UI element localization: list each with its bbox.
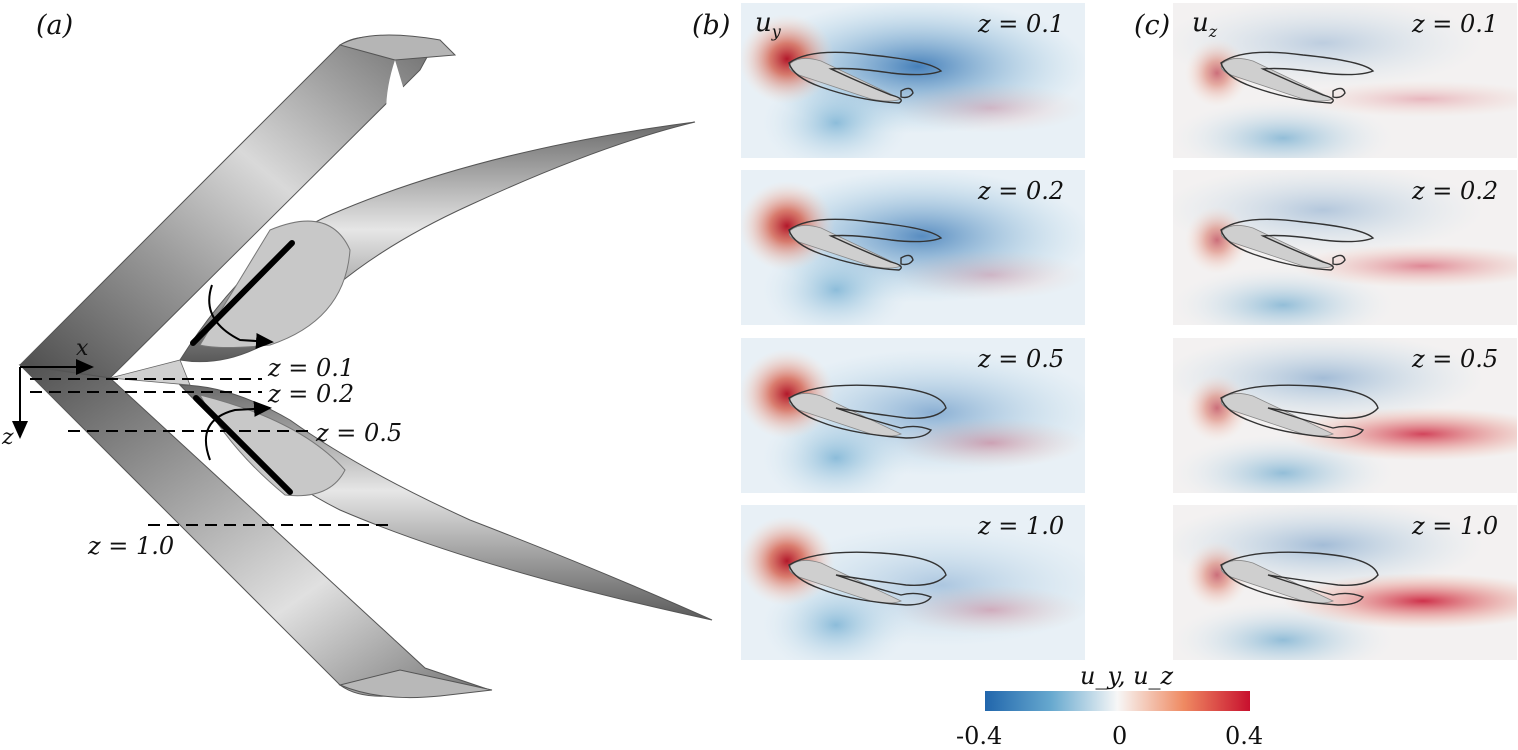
- panel-b-letter: (b): [692, 10, 731, 41]
- slice-c-2: [1173, 338, 1517, 493]
- slice-b-0: [741, 3, 1085, 158]
- slice-b-2-z-label: z = 0.5: [978, 345, 1065, 373]
- slice-c-0-z-label: z = 0.1: [1412, 10, 1499, 38]
- colorbar-tick-min: -0.4: [956, 722, 1003, 750]
- slice-c-3: [1173, 505, 1517, 660]
- slice-b-2: [741, 338, 1085, 493]
- slice-b-1: [741, 170, 1085, 325]
- panel-c-letter: (c): [1134, 10, 1171, 41]
- slice-b-1-z-label: z = 0.2: [978, 177, 1065, 205]
- colorbar-tick-max: 0.4: [1225, 722, 1264, 750]
- x-axis-label: x: [76, 336, 89, 361]
- slice-c-1: [1173, 170, 1517, 325]
- z-line-label-1: z = 0.2: [268, 380, 355, 408]
- slice-b-3: [741, 505, 1085, 660]
- slice-c-2-z-label: z = 0.5: [1412, 345, 1499, 373]
- colorbar-tick-mid: 0: [1112, 722, 1128, 750]
- z-axis-label: z: [2, 425, 14, 450]
- panel-a-letter: (a): [36, 10, 74, 41]
- vortex-surface-figure: [12, 34, 713, 699]
- colorbar-gradient: [985, 691, 1250, 711]
- slice-c-1-z-label: z = 0.2: [1412, 177, 1499, 205]
- slice-b-3-z-label: z = 1.0: [978, 512, 1065, 540]
- slice-b-0-z-label: z = 0.1: [978, 10, 1065, 38]
- panel-c-variable: uz: [1192, 8, 1218, 42]
- z-line-label-2: z = 0.5: [316, 419, 403, 447]
- colorbar-title: u_y, u_z: [1080, 662, 1174, 690]
- z-line-label-3: z = 1.0: [88, 532, 175, 560]
- slice-c-3-z-label: z = 1.0: [1412, 512, 1499, 540]
- z-line-label-0: z = 0.1: [268, 354, 355, 382]
- panel-b-variable: uy: [755, 8, 781, 42]
- slice-c-0: [1173, 3, 1517, 158]
